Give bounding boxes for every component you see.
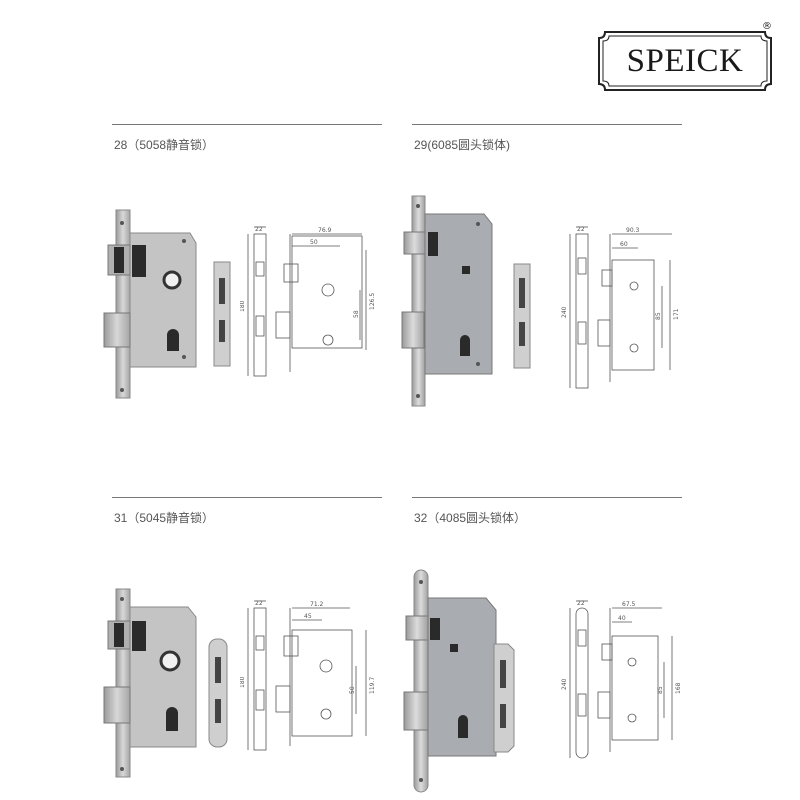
mortise-lock-icon bbox=[403, 569, 497, 793]
dim-thickness-32: 22 bbox=[577, 600, 585, 607]
section-rule-32 bbox=[412, 497, 682, 498]
dim-height-28: 180 bbox=[240, 300, 246, 312]
dim-spacing-29: 85 bbox=[655, 312, 662, 320]
technical-drawing-icon: 22 180 71.2 45 50 119.7 bbox=[239, 600, 376, 751]
dim-backset-29: 60 bbox=[620, 241, 628, 248]
mortise-lock-icon bbox=[401, 195, 493, 407]
technical-drawing-icon: 22 180 76.9 50 58 126.5 bbox=[239, 226, 376, 377]
dim-body-height-31: 119.7 bbox=[369, 677, 376, 694]
product-caption-31: 31（5045静音锁） bbox=[114, 511, 215, 525]
strike-plate-icon bbox=[493, 643, 515, 753]
dim-height-31: 180 bbox=[240, 676, 246, 688]
dim-spacing-31: 50 bbox=[349, 686, 356, 694]
dimension-drawing-31: 22 180 71.2 45 50 119.7 bbox=[239, 596, 380, 761]
dim-backset-28: 50 bbox=[310, 239, 318, 246]
dim-height-29: 240 bbox=[561, 306, 568, 318]
technical-drawing-icon: 22 240 67.5 40 85 168 bbox=[561, 600, 682, 759]
dimension-drawing-28: 22 180 76.9 50 58 126.5 bbox=[239, 222, 380, 387]
dim-width-29: 90.3 bbox=[626, 227, 640, 234]
section-rule-29 bbox=[412, 124, 682, 125]
mortise-lock-icon bbox=[103, 588, 197, 778]
dim-thickness-29: 22 bbox=[577, 226, 585, 233]
dim-width-32: 67.5 bbox=[622, 601, 636, 608]
product-caption-32: 32（4085圆头锁体） bbox=[414, 511, 527, 525]
dimension-drawing-32: 22 240 67.5 40 85 168 bbox=[560, 596, 690, 771]
dimension-drawing-29: 22 240 90.3 60 85 171 bbox=[560, 222, 690, 397]
dim-body-height-29: 171 bbox=[673, 308, 680, 320]
dim-width-31: 71.2 bbox=[310, 601, 324, 608]
lock-photo-31 bbox=[100, 585, 200, 785]
strike-plate-29 bbox=[512, 262, 532, 375]
lock-photo-29 bbox=[398, 192, 498, 415]
strike-plate-icon bbox=[213, 261, 231, 367]
dim-thickness-31: 22 bbox=[255, 600, 263, 607]
brand-logo: SPEICK bbox=[597, 30, 773, 92]
dim-spacing-28: 58 bbox=[353, 310, 360, 318]
logo-frame-icon bbox=[598, 31, 772, 91]
dim-thickness-28: 22 bbox=[255, 226, 263, 233]
section-rule-28 bbox=[112, 124, 382, 125]
technical-drawing-icon: 22 240 90.3 60 85 171 bbox=[561, 226, 680, 389]
registered-mark: ® bbox=[762, 21, 772, 32]
lock-photo-32 bbox=[400, 568, 500, 799]
dim-spacing-32: 85 bbox=[657, 686, 664, 694]
dim-body-height-28: 126.5 bbox=[369, 293, 376, 310]
mortise-lock-icon bbox=[103, 209, 197, 399]
product-caption-29: 29(6085圆头锁体) bbox=[414, 138, 511, 152]
product-caption-28: 28（5058静音锁） bbox=[114, 138, 215, 152]
brand-name: SPEICK bbox=[626, 43, 744, 79]
strike-plate-32 bbox=[490, 642, 518, 759]
section-rule-31 bbox=[112, 497, 382, 498]
dim-backset-32: 40 bbox=[618, 615, 626, 622]
strike-plate-31 bbox=[205, 637, 231, 754]
lock-photo-28 bbox=[100, 205, 200, 405]
strike-plate-icon bbox=[208, 638, 228, 748]
dim-backset-31: 45 bbox=[304, 613, 312, 620]
dim-body-height-32: 168 bbox=[675, 682, 682, 694]
dim-height-32: 240 bbox=[561, 678, 568, 690]
strike-plate-icon bbox=[513, 263, 531, 369]
strike-plate-28 bbox=[212, 260, 232, 373]
dim-width-28: 76.9 bbox=[318, 227, 332, 234]
